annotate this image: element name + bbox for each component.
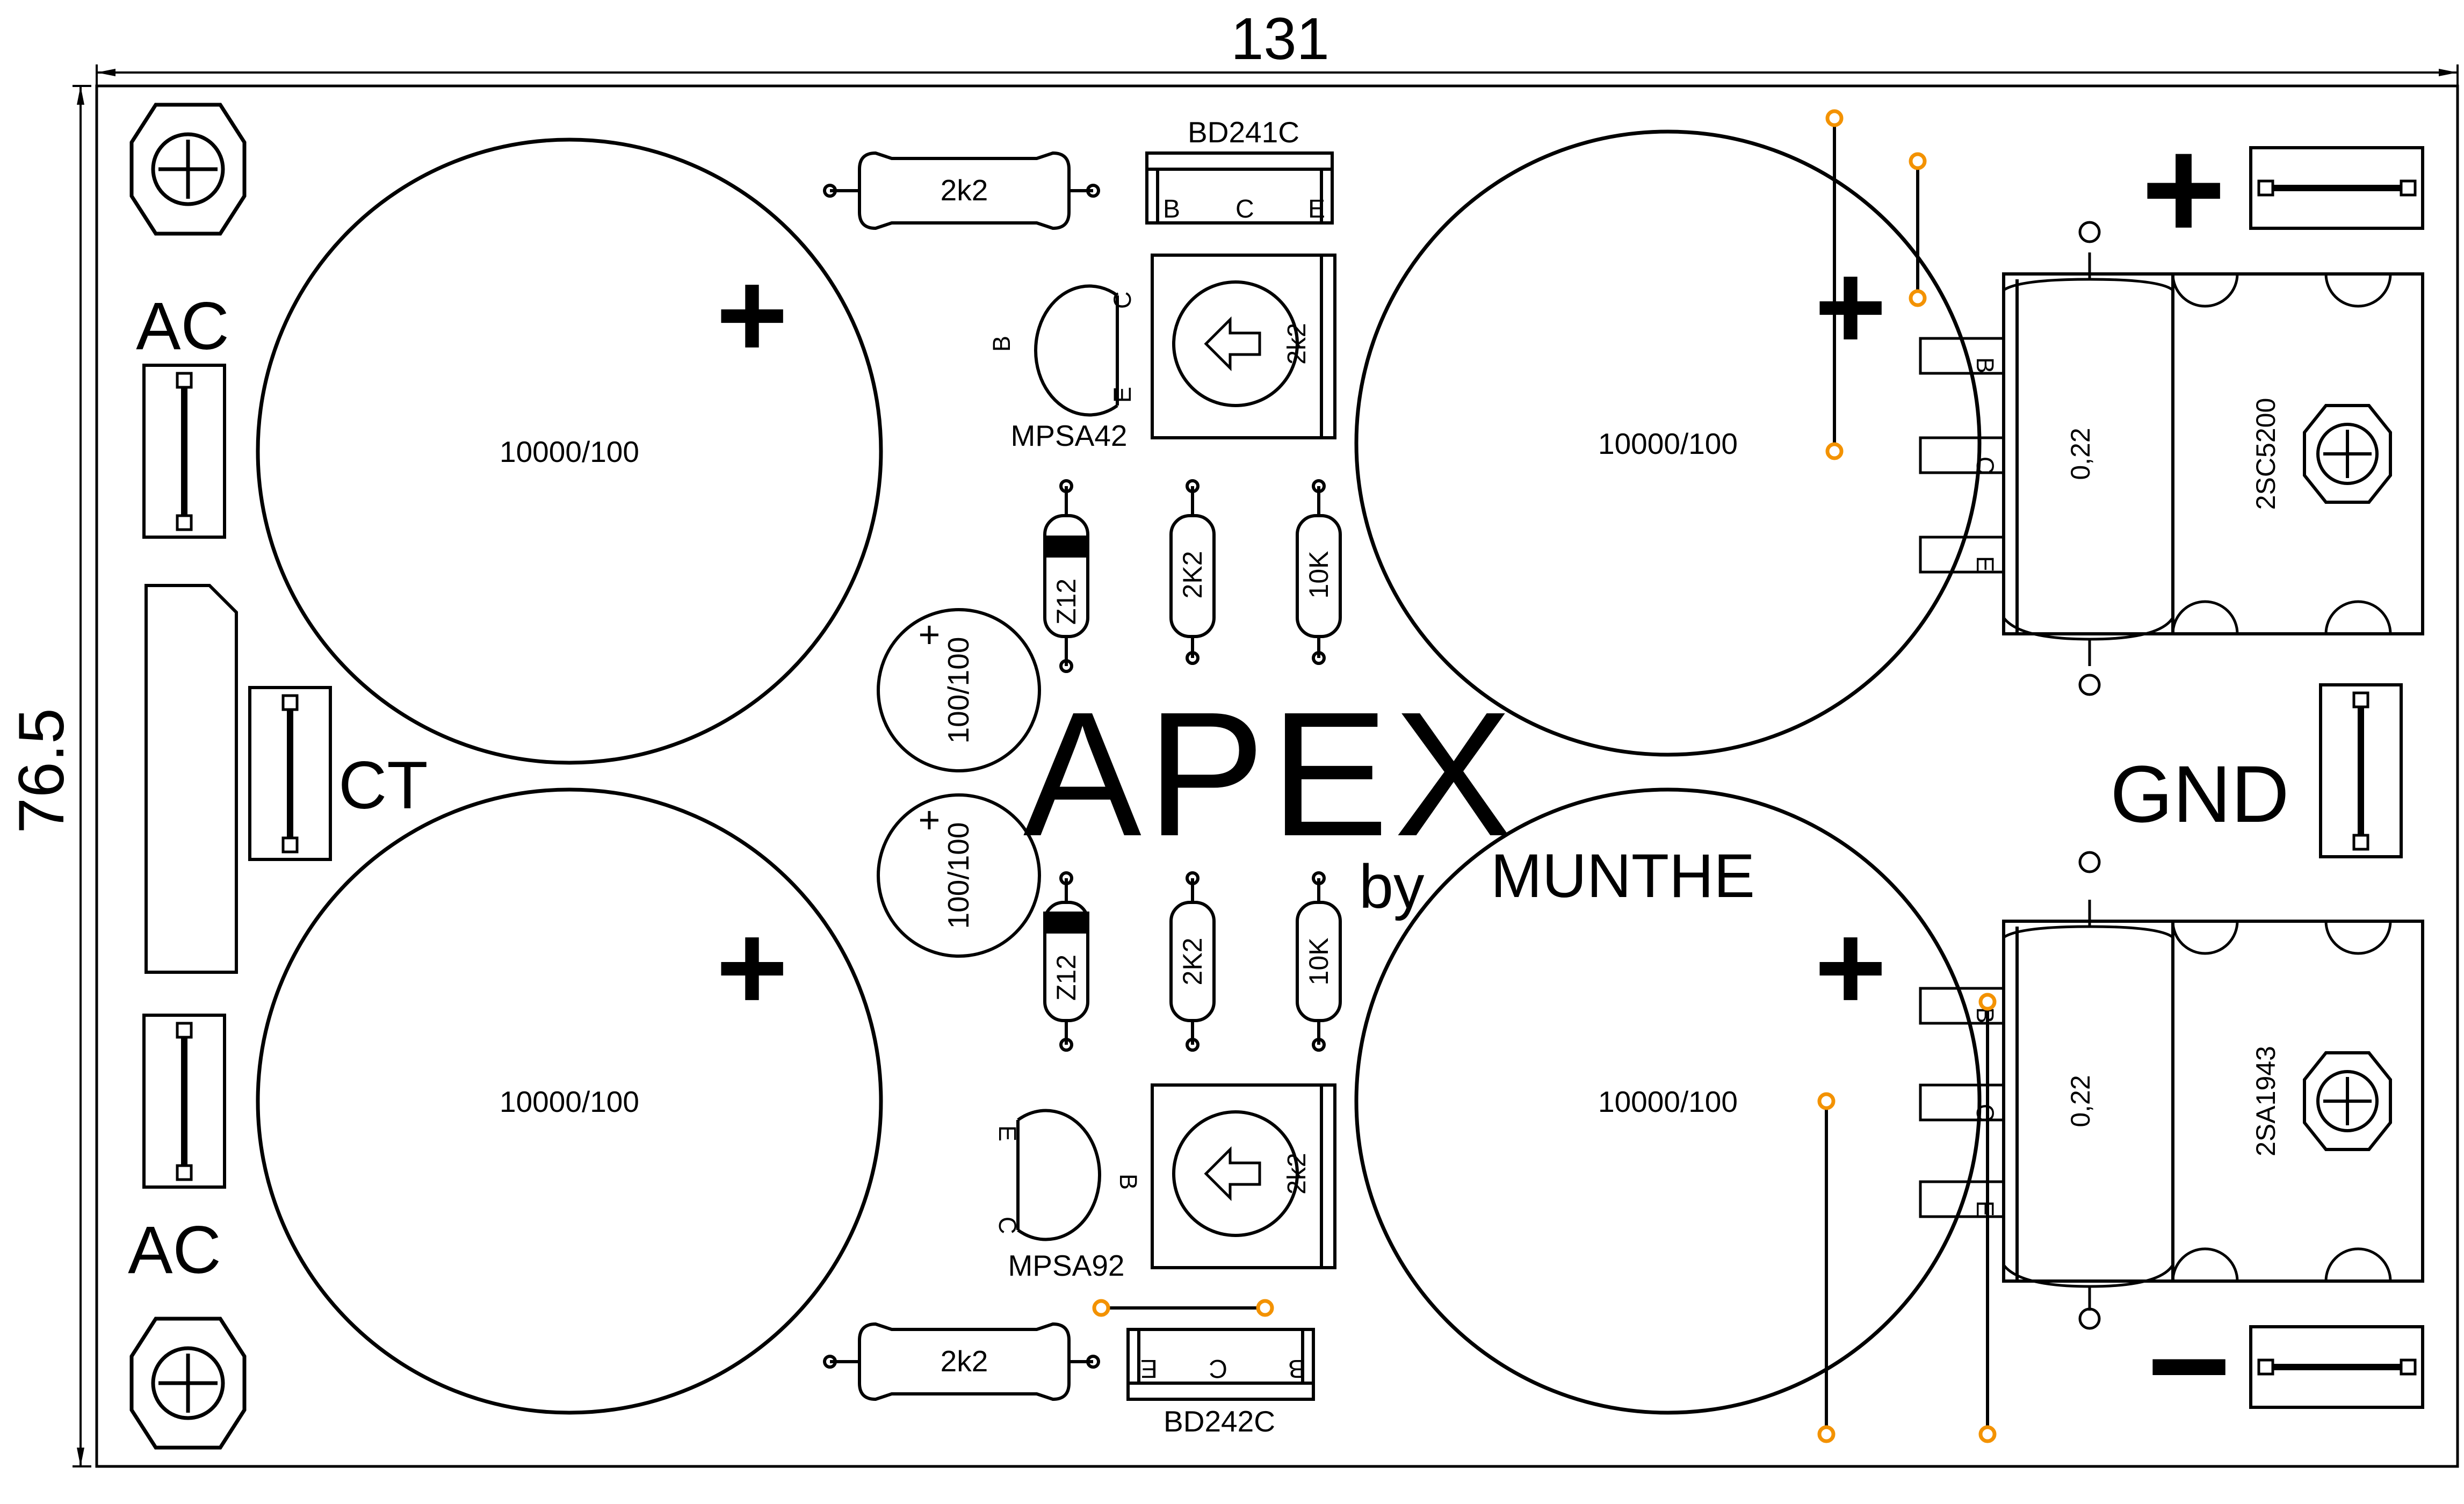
emitter-resistor-bottom-label: 0,22 — [2065, 1075, 2096, 1127]
board-outline — [95, 84, 2459, 1468]
dimension-height: 76.5 — [5, 85, 91, 1467]
cap-bottom-right-plus: + — [1815, 898, 1887, 1036]
ct-connector — [248, 686, 332, 861]
dimension-height-label: 76.5 — [5, 708, 77, 834]
cap-bottom-right-value: 10000/100 — [1598, 1085, 1738, 1118]
mpsa42-pin-c: C — [1109, 292, 1136, 309]
title-by: by — [1359, 852, 1425, 921]
mpsa42-pin-b: B — [988, 336, 1015, 352]
transistor-bd241c: BD241C B C E — [1145, 115, 1334, 225]
mounting-hole-bottom — [129, 1317, 247, 1450]
capacitor-top-right: + 10000/100 — [1354, 129, 1982, 757]
mpsa42-pin-e: E — [1109, 387, 1136, 403]
jumper-pads — [1092, 109, 1997, 1443]
2sa1943-pin-c: C — [1971, 1104, 1999, 1122]
mounting-hole-top — [129, 103, 247, 236]
small-cap-top-value: 100/100 — [942, 637, 975, 744]
mpsa92-pin-e: E — [994, 1125, 1021, 1141]
zener-z12-top-label: Z12 — [1051, 579, 1081, 625]
cap-top-right-plus: + — [1815, 237, 1887, 375]
2sa1943-label: 2SA1943 — [2251, 1046, 2281, 1156]
bd242c-pin-e: E — [1140, 1354, 1158, 1383]
plus-connector — [2249, 146, 2424, 230]
title-apex: APEX — [1023, 675, 1518, 873]
resistor-2k2-top-label: 2k2 — [941, 173, 988, 207]
resistor-2k2-vertical-bottom: 2K2 — [1169, 871, 1216, 1052]
zener-z12-bottom: Z12 — [1043, 871, 1089, 1052]
cap-top-left-value: 10000/100 — [500, 435, 639, 468]
bd242c-label: BD242C — [1164, 1405, 1275, 1438]
mpsa92-pin-b: B — [1115, 1174, 1142, 1190]
ac-bottom-label: AC — [128, 1213, 221, 1288]
plus-label: + — [2141, 109, 2226, 270]
transistor-mpsa92: E B C MPSA92 — [994, 1109, 1142, 1282]
mpsa92-pin-c: C — [994, 1217, 1021, 1234]
2sa1943-pin-e: E — [1971, 1201, 1999, 1217]
capacitor-top-left: + 10000/100 — [256, 138, 883, 765]
resistor-2k2-top: 2k2 — [823, 151, 1100, 230]
cap-top-right-value: 10000/100 — [1598, 427, 1738, 460]
2sc5200-label: 2SC5200 — [2251, 398, 2281, 510]
capacitor-small-bottom: + 100/100 — [877, 793, 1041, 958]
resistor-10k-top: 10K — [1296, 479, 1342, 665]
transistor-bd242c: E C B BD242C — [1126, 1328, 1315, 1438]
bd242c-pin-c: C — [1209, 1354, 1227, 1383]
bridge-rectifier — [144, 584, 238, 974]
resistor-2k2-vertical-top: 2K2 — [1169, 479, 1216, 665]
minus-connector — [2249, 1325, 2424, 1409]
small-cap-bottom-value: 100/100 — [942, 822, 975, 929]
resistor-2k2-bottom: 2k2 — [823, 1322, 1100, 1401]
resistor-2k2-vertical-bottom-label: 2K2 — [1177, 938, 1208, 986]
resistor-2k2-vertical-top-label: 2K2 — [1177, 551, 1208, 599]
gnd-connector — [2319, 683, 2403, 858]
minus-label: − — [2147, 1285, 2231, 1447]
trimpot-bottom-label: 2k2 — [1283, 1153, 1311, 1194]
title-author: MUNTHE — [1491, 842, 1755, 910]
trimpot-top: 2k2 — [1151, 254, 1336, 439]
zener-z12-bottom-label: Z12 — [1051, 955, 1081, 1001]
small-cap-top-plus: + — [919, 613, 941, 655]
capacitor-small-top: + 100/100 — [877, 608, 1041, 772]
dimension-width: 131 — [96, 6, 2459, 86]
emitter-resistor-top-label: 0,22 — [2065, 428, 2096, 480]
2sc5200-pin-b: B — [1971, 357, 1999, 373]
cap-bottom-left-plus: + — [716, 898, 788, 1036]
dimension-width-label: 131 — [1231, 6, 1329, 72]
resistor-2k2-bottom-label: 2k2 — [941, 1344, 988, 1378]
zener-z12-top: Z12 — [1043, 479, 1089, 673]
bd241c-pin-c: C — [1235, 195, 1254, 223]
jumper-wires — [1101, 118, 1989, 1434]
2sc5200-pin-e: E — [1971, 556, 1999, 572]
ac-top-connector — [142, 364, 226, 539]
capacitor-bottom-left: + 10000/100 — [256, 787, 883, 1415]
bd241c-label: BD241C — [1188, 115, 1299, 149]
resistor-10k-bottom: 10K — [1296, 871, 1342, 1052]
gnd-label: GND — [2110, 749, 2289, 839]
mpsa92-label: MPSA92 — [1008, 1249, 1124, 1282]
cap-top-left-plus: + — [716, 245, 788, 384]
trimpot-top-label: 2k2 — [1283, 323, 1311, 364]
bd242c-pin-b: B — [1288, 1354, 1305, 1383]
small-cap-bottom-plus: + — [919, 799, 941, 841]
bd241c-pin-b: B — [1163, 195, 1180, 223]
transistor-mpsa42: B C E MPSA42 — [988, 284, 1136, 452]
mpsa42-label: MPSA42 — [1010, 419, 1127, 452]
trimpot-bottom: 2k2 — [1151, 1083, 1336, 1269]
bd241c-pin-e: E — [1308, 195, 1325, 223]
resistor-10k-top-label: 10K — [1304, 551, 1334, 599]
cap-bottom-left-value: 10000/100 — [500, 1085, 639, 1118]
ac-bottom-connector — [142, 1014, 226, 1189]
2sc5200-pin-c: C — [1971, 457, 1999, 474]
capacitor-bottom-right: + 10000/100 — [1354, 787, 1982, 1415]
ac-top-label: AC — [136, 289, 229, 364]
ct-label: CT — [338, 748, 428, 823]
power-transistor-2sa1943: 2SA1943 0,22 B C E — [1919, 851, 2424, 1330]
power-transistor-2sc5200: 2SC5200 0,22 B C E — [1919, 221, 2424, 696]
resistor-10k-bottom-label: 10K — [1304, 938, 1334, 986]
